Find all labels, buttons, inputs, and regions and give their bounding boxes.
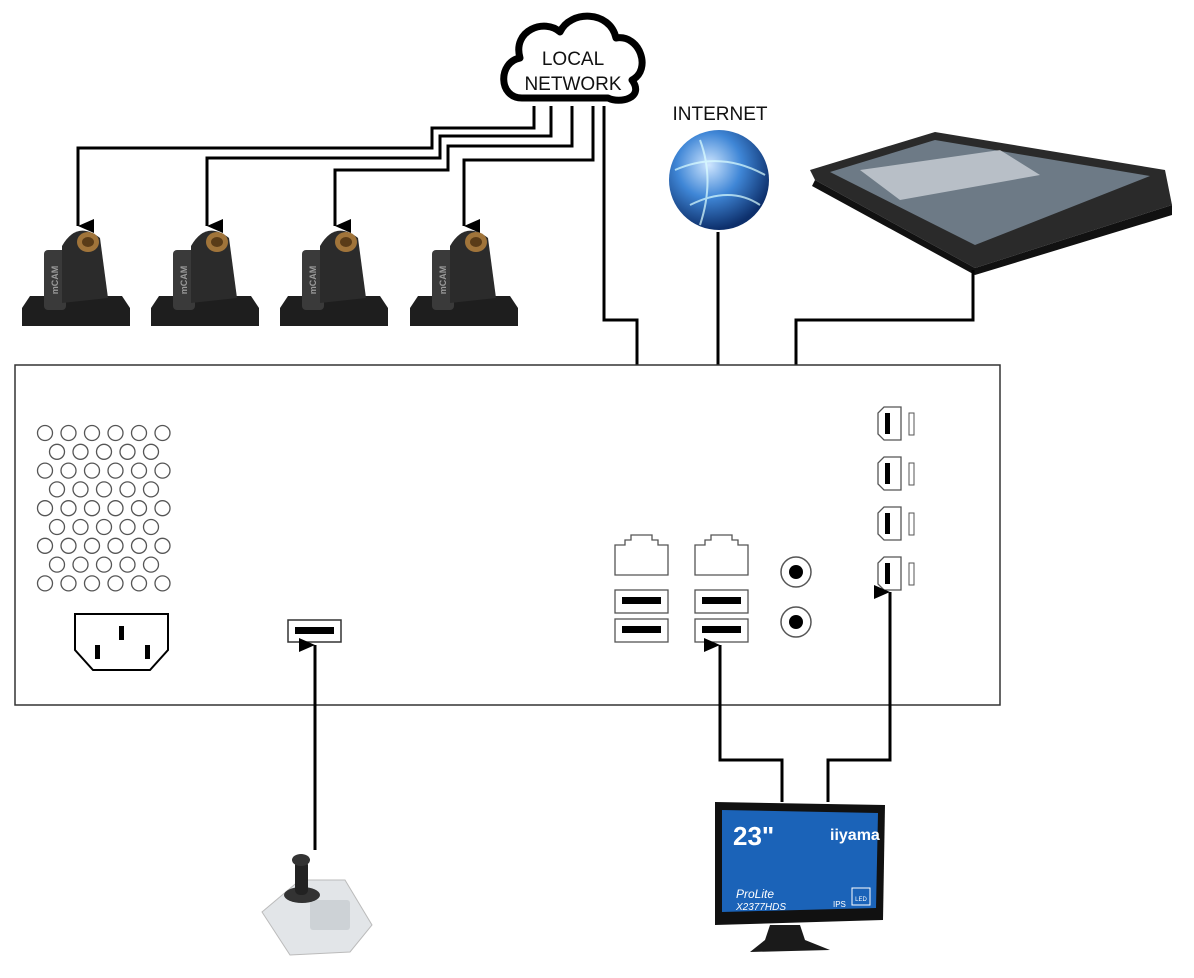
usb-port-3: [694, 589, 749, 614]
camera-brand-label: mCAM: [50, 266, 60, 295]
vent-hole: [119, 443, 136, 460]
vent-hole: [60, 424, 77, 442]
wire-network-camera-4: [462, 106, 595, 233]
ventilation-grille: [36, 424, 171, 592]
vent-hole: [154, 424, 171, 442]
vent-hole: [142, 556, 160, 573]
monitor-led-badge: LED: [855, 897, 867, 903]
power-socket: [74, 613, 169, 671]
lan-port-2: [694, 534, 749, 576]
displayport-group: [877, 406, 915, 591]
pc-rear-panel: [14, 364, 1001, 706]
vent-hole: [107, 500, 124, 517]
vent-hole: [107, 537, 124, 554]
vent-hole: [119, 518, 136, 536]
vent-hole: [130, 500, 148, 517]
monitor-model-label: X2377HDS: [735, 902, 786, 913]
vent-hole: [154, 462, 171, 479]
vent-hole: [107, 462, 124, 479]
local-network-cloud: LOCAL NETWORK: [500, 12, 646, 104]
wire-network-camera-2: [205, 106, 553, 233]
vent-hole: [142, 481, 160, 498]
vent-hole: [142, 518, 160, 536]
monitor-size-label: 23": [733, 821, 774, 851]
globe-icon: [669, 130, 769, 230]
displayport-4: [877, 556, 915, 591]
ptz-joystick-controller: [261, 854, 373, 956]
vent-hole: [72, 481, 89, 498]
ptz-camera-3: mCAM: [280, 230, 388, 326]
vent-hole: [83, 575, 101, 592]
displayport-1: [877, 406, 915, 441]
vent-hole: [142, 443, 160, 460]
vent-hole: [72, 556, 89, 573]
ptz-camera-4: mCAM: [410, 230, 518, 326]
vent-hole: [83, 500, 101, 517]
vent-hole: [83, 462, 101, 479]
local-network-label-line1: LOCAL: [542, 49, 604, 70]
vent-hole: [130, 575, 148, 592]
vent-hole: [95, 443, 113, 460]
vent-hole: [83, 537, 101, 554]
network-usb-ports: [614, 534, 749, 643]
vent-hole: [60, 462, 77, 479]
usb-port-front: [287, 619, 342, 643]
vent-hole: [130, 537, 148, 554]
monitor: 23" iiyama ProLite X2377HDS IPS LED: [715, 802, 885, 952]
camera-brand-label: mCAM: [308, 266, 318, 295]
vent-hole: [60, 537, 77, 554]
vent-hole: [48, 443, 66, 460]
displayport-3: [877, 506, 915, 541]
wire-network-camera-3: [333, 106, 574, 233]
local-network-label-line2: NETWORK: [524, 74, 621, 95]
vent-hole: [48, 481, 66, 498]
vent-hole: [36, 424, 54, 442]
vent-hole: [95, 481, 113, 498]
monitor-series-label: ProLite: [736, 887, 774, 901]
audio-jack-in: [780, 556, 812, 588]
displayport-2: [877, 456, 915, 491]
vent-hole: [95, 518, 113, 536]
audio-jack-out: [780, 606, 812, 638]
ptz-camera-2: mCAM: [151, 230, 259, 326]
usb-port-4: [694, 618, 749, 643]
vent-hole: [72, 518, 89, 536]
vent-hole: [95, 556, 113, 573]
wire-monitor-displayport: [826, 585, 892, 802]
lan-port-1: [614, 534, 669, 576]
wire-network-camera-1: [76, 106, 536, 233]
vent-hole: [36, 537, 54, 554]
monitor-ips-badge: IPS: [833, 900, 846, 909]
vent-hole: [83, 424, 101, 442]
vent-hole: [119, 556, 136, 573]
internet-label: INTERNET: [673, 104, 768, 125]
vent-hole: [48, 518, 66, 536]
vent-hole: [60, 575, 77, 592]
vent-hole: [130, 424, 148, 442]
vent-hole: [48, 556, 66, 573]
vent-hole: [119, 481, 136, 498]
video-switcher-console: [810, 132, 1172, 275]
camera-brand-label: mCAM: [179, 266, 189, 295]
vent-hole: [60, 500, 77, 517]
vent-hole: [154, 537, 171, 554]
wire-monitor-usb: [704, 638, 784, 802]
usb-port-2: [614, 618, 669, 643]
vent-hole: [154, 500, 171, 517]
vent-hole: [107, 575, 124, 592]
vent-hole: [36, 575, 54, 592]
vent-hole: [107, 424, 124, 442]
vent-hole: [130, 462, 148, 479]
vent-hole: [36, 500, 54, 517]
vent-hole: [154, 575, 171, 592]
ptz-camera-1: mCAM: [22, 230, 130, 326]
vent-hole: [72, 443, 89, 460]
camera-brand-label: mCAM: [438, 266, 448, 295]
vent-hole: [36, 462, 54, 479]
usb-port-1: [614, 589, 669, 614]
monitor-brand-logo: iiyama: [830, 827, 880, 844]
